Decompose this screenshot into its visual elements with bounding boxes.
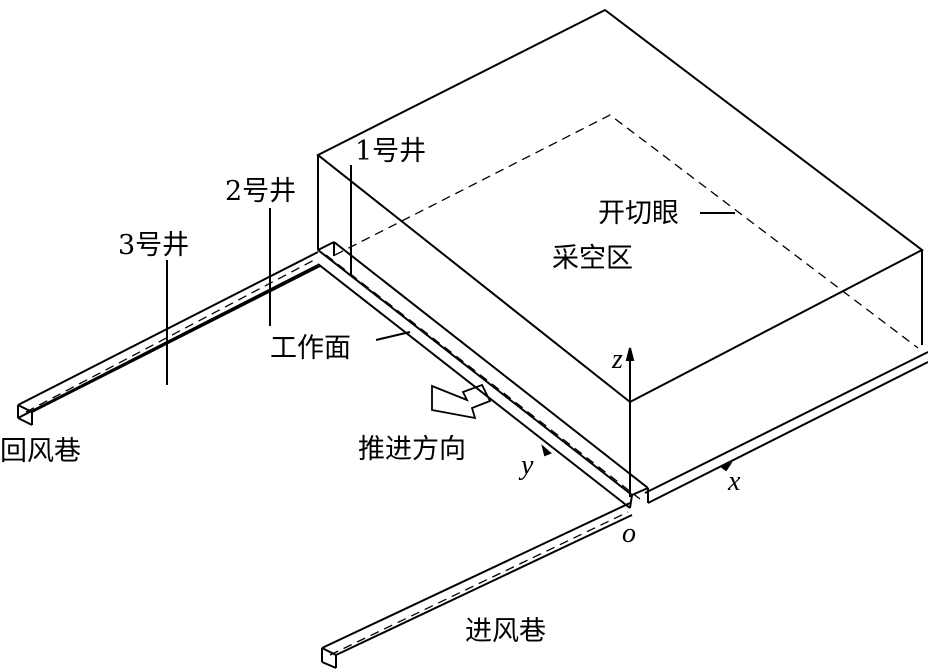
working-face-leader (375, 331, 411, 341)
working-face-label: 工作面 (270, 333, 351, 364)
shaft3-label: 3号井 (118, 230, 190, 261)
working-face-roadway (317, 241, 649, 509)
intake-airway-label: 进风巷 (465, 616, 546, 647)
shaft2-label: 2号井 (225, 176, 297, 207)
y-arrow-icon (541, 444, 552, 457)
z-arrow-icon (625, 347, 635, 361)
x-axis-label: x (728, 466, 741, 497)
x-arrow-icon (719, 461, 733, 472)
y-axis-label: y (521, 450, 534, 481)
return-airway-label: 回风巷 (0, 436, 81, 467)
open-cut-label: 开切眼 (598, 198, 679, 229)
advance-direction-label: 推进方向 (358, 434, 466, 465)
origin-label: o (622, 518, 636, 549)
intake-airway (321, 502, 633, 669)
goaf-label: 采空区 (552, 243, 633, 274)
shaft1-label: 1号井 (355, 136, 427, 167)
advance-arrow-icon (431, 383, 492, 420)
z-axis-label: z (612, 344, 623, 375)
